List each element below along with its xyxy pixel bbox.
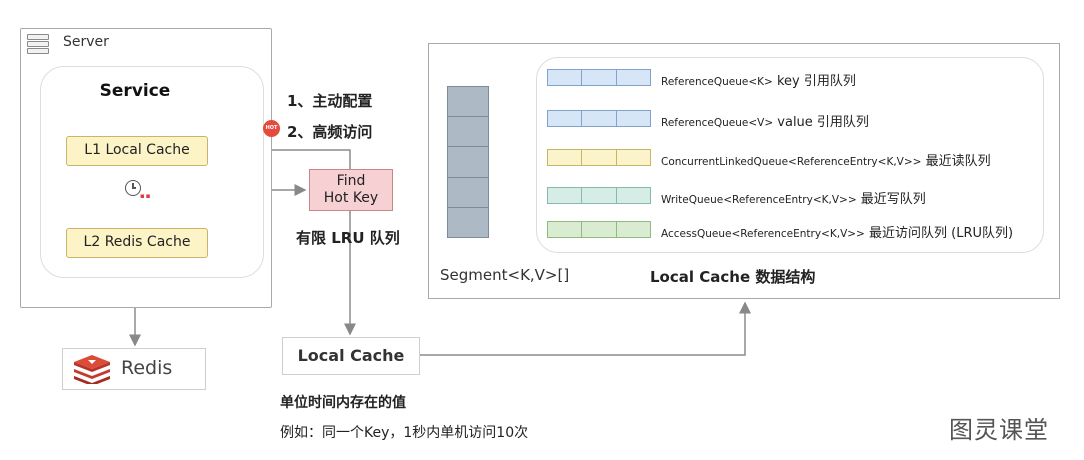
redis-logo-icon [74, 355, 110, 384]
queue-cell [547, 149, 582, 166]
queue-cell [547, 110, 582, 127]
hot-icon: HOT [263, 120, 280, 137]
queue-label: WriteQueue<ReferenceEntry<K,V>> 最近写队列 [661, 188, 926, 207]
queue-label: ReferenceQueue<V> value 引用队列 [661, 111, 869, 130]
clock-signal-icon: ▪▪ [140, 192, 152, 200]
queue-bar [547, 69, 651, 86]
lru-queue-label: 有限 LRU 队列 [296, 229, 400, 247]
find-hot-key-line1: Find [336, 173, 366, 189]
queue-desc: 最近读队列 [921, 154, 991, 169]
queue-cell [581, 187, 616, 204]
queue-bar [547, 149, 651, 166]
local-cache-node: Local Cache [282, 337, 420, 375]
find-hot-key-node: Find Hot Key [309, 169, 393, 211]
queue-type: WriteQueue<ReferenceEntry<K,V>> [661, 194, 857, 206]
note-title: 单位时间内存在的值 [280, 395, 406, 411]
queue-desc: key 引用队列 [772, 74, 856, 89]
queue-cell [615, 149, 651, 166]
server-label: Server [63, 34, 109, 50]
queue-label: AccessQueue<ReferenceEntry<K,V>> 最近访问队列 … [661, 222, 1013, 241]
queue-cell [547, 221, 582, 238]
find-hot-key-line2: Hot Key [323, 190, 379, 206]
arrow-local-cache-to-structure [420, 301, 751, 356]
queue-label: ReferenceQueue<K> key 引用队列 [661, 70, 856, 89]
clock-icon [125, 180, 141, 196]
queue-desc: 最近写队列 [856, 192, 926, 207]
step-active-config: 1、主动配置 [287, 92, 373, 110]
queue-label: ConcurrentLinkedQueue<ReferenceEntry<K,V… [661, 150, 991, 169]
redis-label: Redis [121, 357, 173, 379]
queue-bar [547, 110, 651, 127]
queue-cell [615, 69, 651, 86]
queue-cell [615, 110, 651, 127]
queue-type: ReferenceQueue<K> [661, 76, 773, 88]
queue-cell [581, 69, 616, 86]
queue-type: ConcurrentLinkedQueue<ReferenceEntry<K,V… [661, 156, 922, 168]
l2-redis-cache-node: L2 Redis Cache [66, 228, 208, 258]
queue-bar [547, 187, 651, 204]
structure-title: Local Cache 数据结构 [650, 268, 816, 286]
queue-bar [547, 221, 651, 238]
queue-cell [547, 69, 582, 86]
watermark: 图灵课堂 [949, 416, 1049, 444]
queue-cell [615, 221, 651, 238]
queue-cell [581, 110, 616, 127]
service-title: Service [99, 81, 171, 101]
note-example: 例如：同一个Key，1秒内单机访问10次 [280, 425, 529, 441]
queue-cell [615, 187, 651, 204]
step-high-frequency-access: 2、高频访问 [287, 123, 373, 141]
queue-cell [547, 187, 582, 204]
queue-cell [581, 221, 616, 238]
queue-desc: value 引用队列 [773, 115, 869, 130]
queue-desc: 最近访问队列 (LRU队列) [864, 226, 1014, 241]
queue-type: AccessQueue<ReferenceEntry<K,V>> [661, 228, 865, 240]
queue-cell [581, 149, 616, 166]
segment-array [447, 86, 489, 239]
l1-local-cache-node: L1 Local Cache [66, 136, 208, 166]
segment-label: Segment<K,V>[] [440, 266, 570, 284]
queue-type: ReferenceQueue<V> [661, 117, 774, 129]
server-icon [27, 34, 49, 54]
